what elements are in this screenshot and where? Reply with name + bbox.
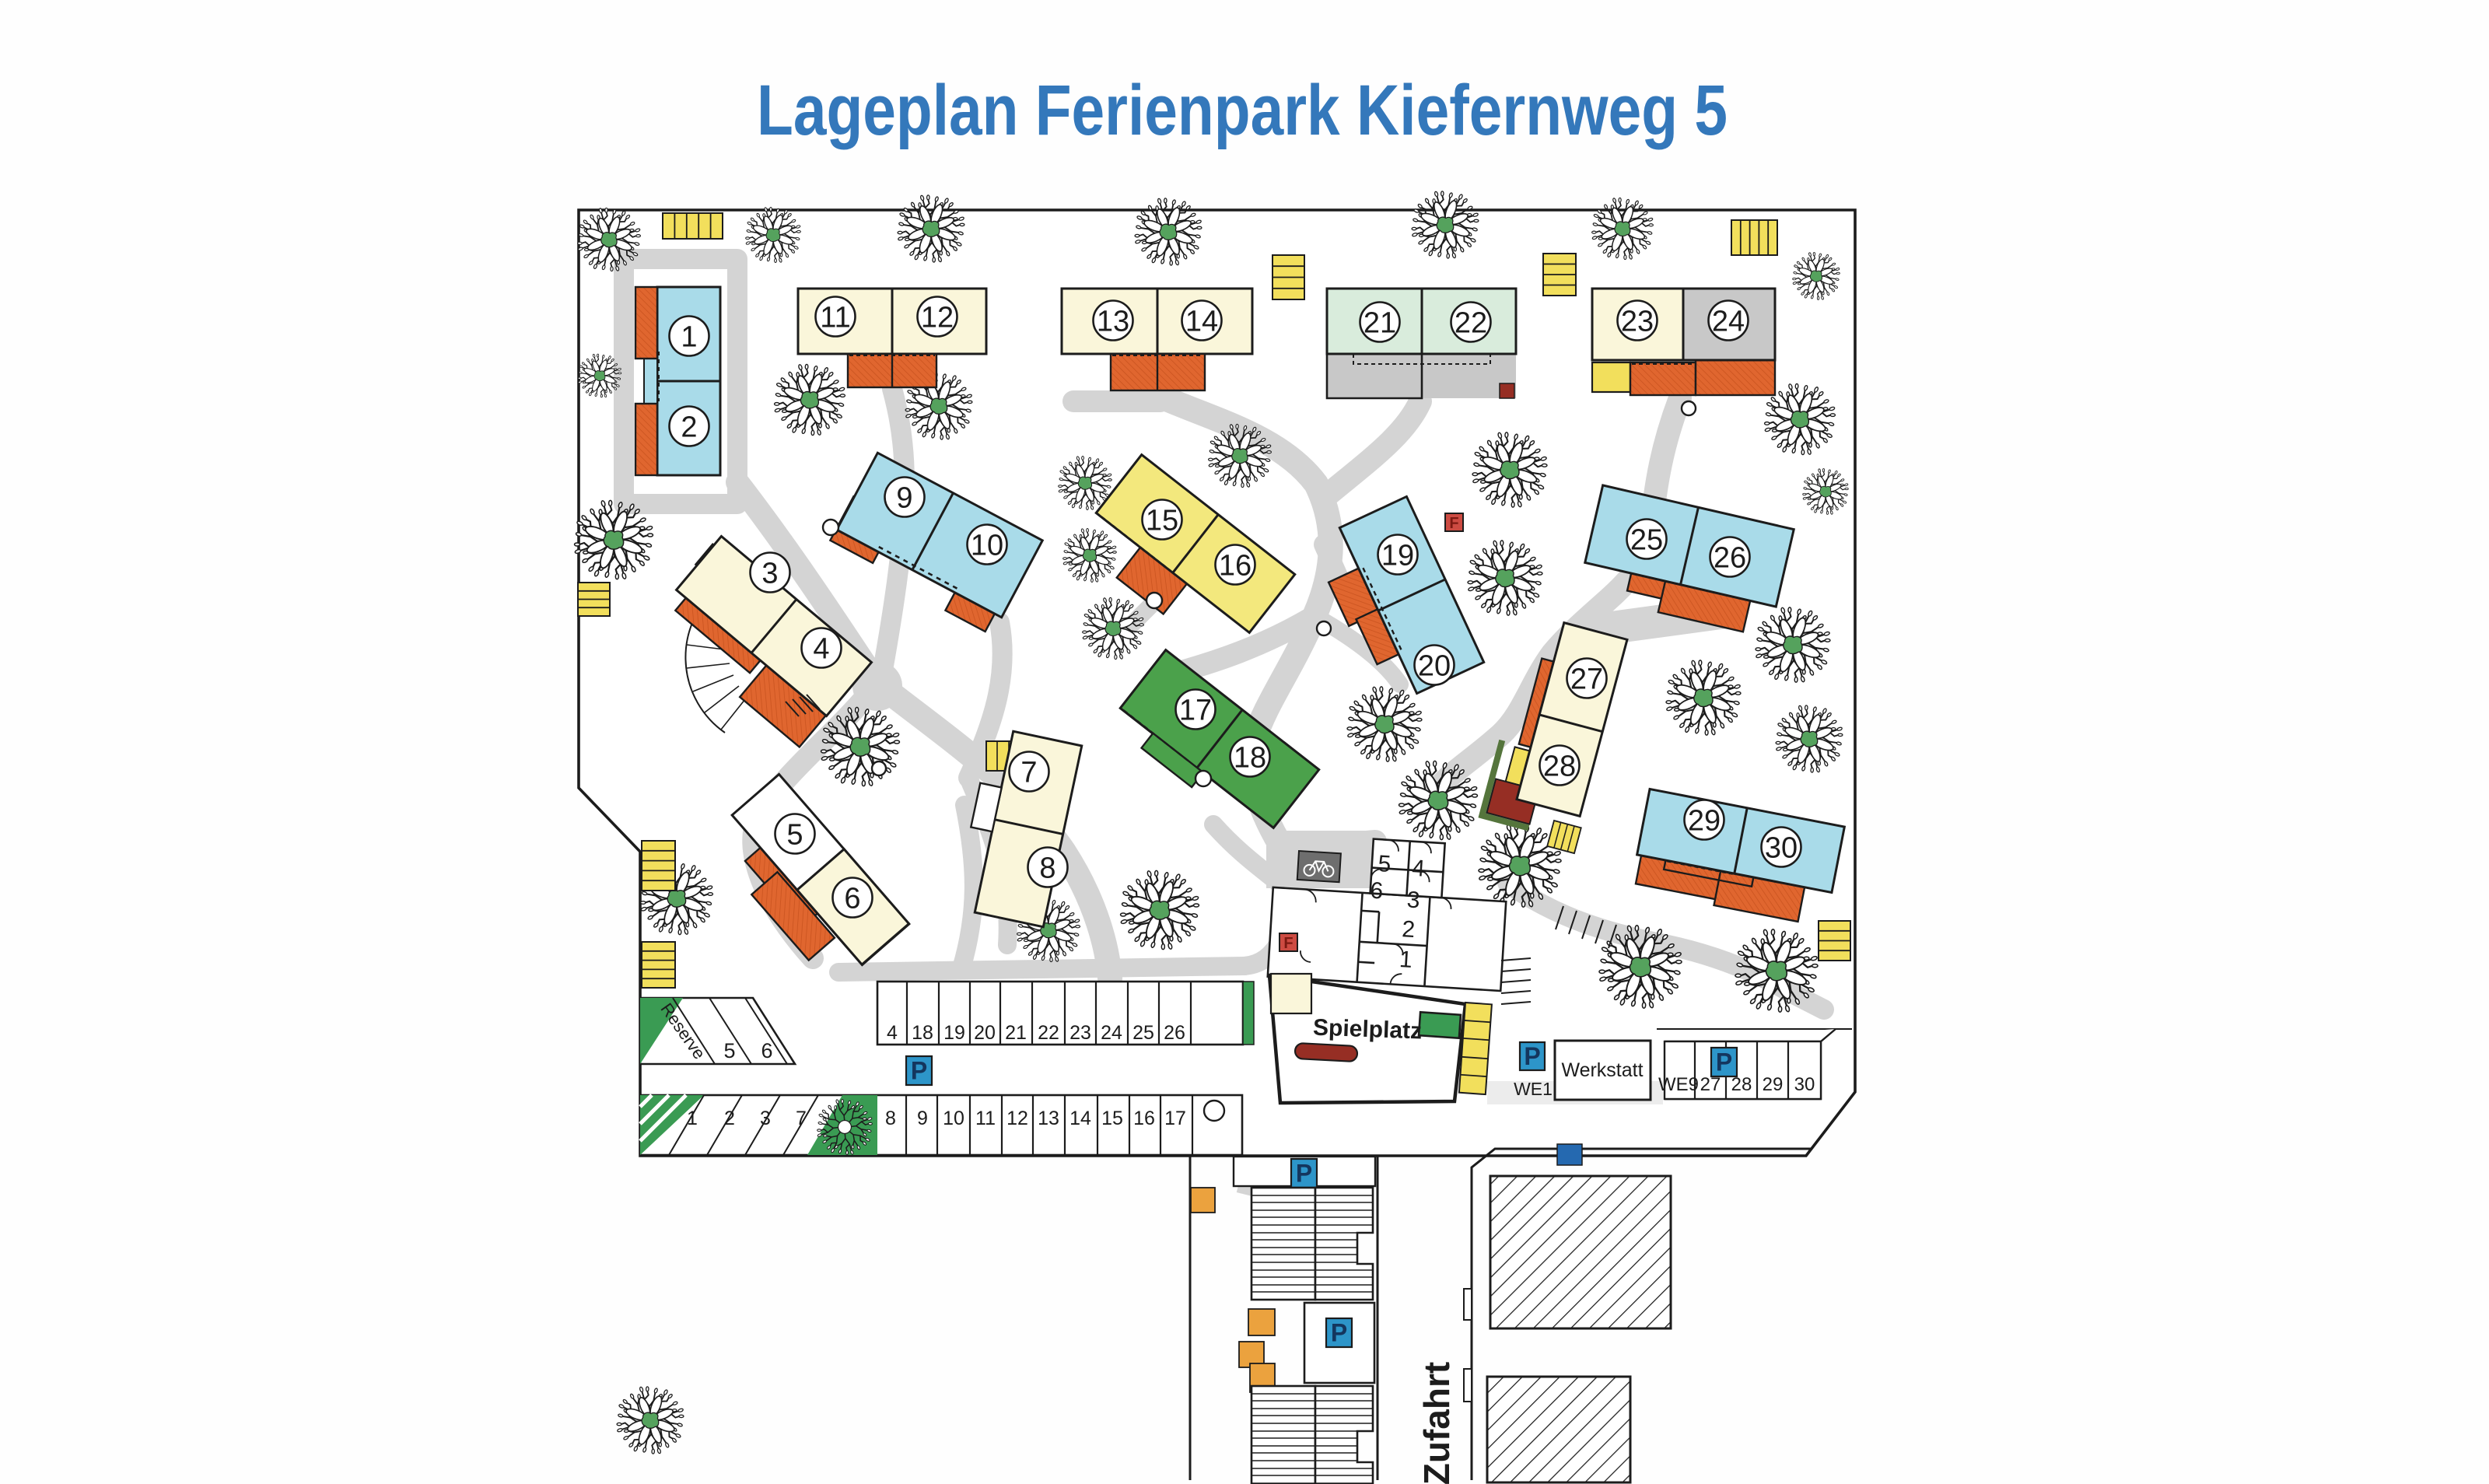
- svg-text:P: P: [1524, 1042, 1540, 1070]
- svg-text:12: 12: [1006, 1108, 1028, 1129]
- svg-text:F: F: [1283, 935, 1293, 952]
- svg-text:25: 25: [1132, 1022, 1154, 1044]
- svg-text:1: 1: [687, 1108, 698, 1129]
- svg-text:16: 16: [1219, 549, 1252, 582]
- svg-text:28: 28: [1543, 750, 1576, 782]
- svg-text:5: 5: [723, 1039, 735, 1062]
- svg-text:9: 9: [917, 1108, 928, 1129]
- svg-text:5: 5: [786, 818, 803, 851]
- svg-text:28: 28: [1731, 1074, 1752, 1095]
- svg-text:25: 25: [1630, 523, 1663, 556]
- svg-text:13: 13: [1038, 1108, 1059, 1129]
- svg-text:1: 1: [681, 320, 697, 353]
- svg-text:18: 18: [1234, 741, 1266, 774]
- svg-text:20: 20: [1418, 649, 1451, 682]
- svg-text:27: 27: [1570, 663, 1603, 695]
- svg-text:18: 18: [912, 1022, 933, 1044]
- svg-text:P: P: [1716, 1048, 1732, 1076]
- svg-text:23: 23: [1069, 1022, 1091, 1044]
- svg-text:17: 17: [1179, 694, 1212, 726]
- svg-text:30: 30: [1765, 831, 1798, 864]
- svg-text:WE9: WE9: [1658, 1074, 1699, 1095]
- svg-text:WE1: WE1: [1514, 1079, 1553, 1099]
- svg-text:19: 19: [1381, 539, 1414, 572]
- svg-text:F: F: [1449, 515, 1458, 532]
- svg-text:11: 11: [820, 301, 850, 334]
- svg-text:27: 27: [1700, 1074, 1721, 1095]
- svg-text:17: 17: [1164, 1108, 1186, 1129]
- svg-text:7: 7: [796, 1108, 807, 1129]
- svg-text:22: 22: [1455, 306, 1487, 339]
- svg-text:2: 2: [1401, 916, 1416, 943]
- svg-text:8: 8: [1039, 852, 1055, 884]
- svg-text:3: 3: [761, 557, 778, 590]
- svg-text:19: 19: [943, 1022, 965, 1044]
- svg-text:Werkstatt: Werkstatt: [1561, 1059, 1643, 1081]
- svg-text:24: 24: [1101, 1022, 1122, 1044]
- svg-text:9: 9: [896, 481, 912, 514]
- svg-text:29: 29: [1688, 804, 1721, 837]
- svg-text:4: 4: [813, 632, 829, 665]
- svg-text:22: 22: [1038, 1022, 1059, 1044]
- svg-text:14: 14: [1069, 1108, 1091, 1129]
- svg-text:6: 6: [844, 882, 860, 915]
- svg-text:Spielplatz: Spielplatz: [1313, 1015, 1423, 1045]
- svg-text:13: 13: [1097, 305, 1129, 338]
- svg-text:26: 26: [1164, 1022, 1185, 1044]
- svg-text:21: 21: [1005, 1022, 1027, 1044]
- svg-text:P: P: [1296, 1160, 1312, 1188]
- svg-text:14: 14: [1185, 305, 1218, 338]
- svg-text:15: 15: [1146, 504, 1178, 537]
- svg-text:P: P: [911, 1057, 927, 1085]
- svg-text:30: 30: [1794, 1074, 1815, 1095]
- svg-text:4: 4: [1411, 856, 1426, 882]
- svg-text:15: 15: [1101, 1108, 1123, 1129]
- svg-text:2: 2: [681, 411, 697, 443]
- svg-text:Lageplan Ferienpark Kiefernweg: Lageplan Ferienpark Kiefernweg 5: [757, 71, 1728, 150]
- svg-text:16: 16: [1133, 1108, 1155, 1129]
- svg-text:10: 10: [943, 1108, 964, 1129]
- svg-text:1: 1: [1399, 947, 1413, 973]
- svg-text:6: 6: [1369, 878, 1384, 905]
- svg-text:3: 3: [1406, 887, 1421, 913]
- svg-text:3: 3: [760, 1108, 771, 1129]
- svg-text:20: 20: [974, 1022, 996, 1044]
- svg-text:P: P: [1331, 1319, 1347, 1347]
- svg-text:2: 2: [724, 1108, 735, 1129]
- svg-text:21: 21: [1364, 306, 1396, 339]
- svg-text:12: 12: [921, 301, 954, 334]
- svg-text:4: 4: [887, 1022, 898, 1044]
- svg-text:23: 23: [1621, 305, 1654, 338]
- svg-text:Zufahrt: Zufahrt: [1416, 1362, 1457, 1484]
- svg-text:7: 7: [1020, 756, 1037, 789]
- svg-text:8: 8: [885, 1108, 896, 1129]
- svg-text:10: 10: [971, 529, 1003, 562]
- svg-text:26: 26: [1714, 541, 1746, 574]
- svg-text:6: 6: [761, 1039, 772, 1062]
- svg-text:5: 5: [1378, 851, 1392, 877]
- svg-text:24: 24: [1712, 305, 1745, 338]
- svg-text:29: 29: [1763, 1074, 1784, 1095]
- svg-text:11: 11: [975, 1108, 996, 1129]
